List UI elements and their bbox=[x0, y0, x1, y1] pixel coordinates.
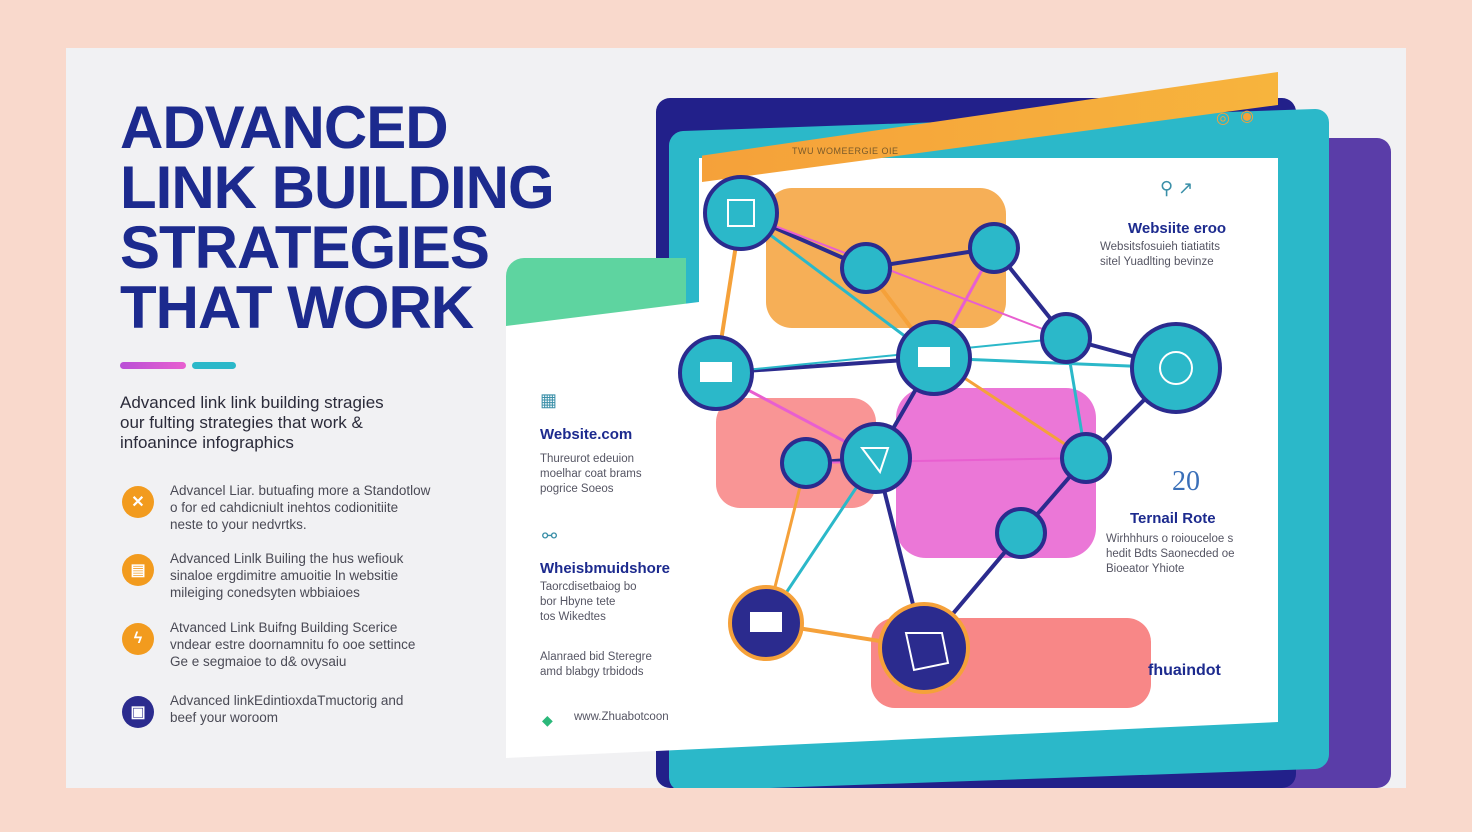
page-title: ADVANCED LINK BUILDING STRATEGIES THAT W… bbox=[120, 94, 555, 341]
node bbox=[995, 507, 1047, 559]
header-icon-1: ◎ bbox=[1216, 110, 1230, 127]
accent-bar-pink bbox=[120, 362, 186, 369]
accent-bar-teal bbox=[192, 362, 236, 369]
node bbox=[1040, 312, 1092, 364]
card-icon: ▤ bbox=[122, 554, 154, 586]
lightning-icon: ϟ bbox=[122, 623, 154, 655]
tv-icon: ▣ bbox=[122, 696, 154, 728]
mid-right-title: Ternail Rote bbox=[1130, 510, 1216, 527]
leaf-icon: ◆ bbox=[542, 712, 553, 728]
stat-number: 20 bbox=[1172, 466, 1200, 497]
node-cube bbox=[703, 175, 779, 251]
brand-logo: fhuaindot bbox=[1148, 662, 1221, 679]
x-icon: ✕ bbox=[122, 486, 154, 518]
bottom-left-text: Alanraed bid Steregre amd blabgy trbidod… bbox=[540, 651, 652, 678]
node bbox=[840, 242, 892, 294]
intro-text: Advanced link link building stragies our… bbox=[120, 393, 384, 452]
lower-left-text: Taorcdisetbaiog bo bor Hbyne tete tos Wi… bbox=[540, 581, 637, 623]
mid-right-text: Wirhhhurs o roiouceloe s hedit Bdts Saon… bbox=[1106, 533, 1235, 575]
node-large bbox=[1130, 322, 1222, 414]
node bbox=[968, 222, 1020, 274]
node bbox=[1060, 432, 1112, 484]
node bbox=[780, 437, 832, 489]
graphic-header-text: TWU WOMEERGIE OIE bbox=[792, 146, 899, 156]
footer-url: www.Zhuabotcoon bbox=[574, 711, 669, 723]
network-nodes bbox=[678, 175, 1222, 694]
title-line-4: THAT WORK bbox=[120, 274, 474, 341]
network-graphic bbox=[678, 175, 1222, 708]
title-line-3: STRATEGIES bbox=[120, 214, 490, 281]
top-right-text: Websitsfosuieh tiatiatits sitel Yuadltin… bbox=[1100, 241, 1220, 268]
mid-left-text: Thureurot edeuion moelhar coat brams pog… bbox=[540, 453, 642, 495]
node-shape bbox=[840, 422, 912, 494]
node-cube-dark bbox=[878, 602, 970, 694]
infographic-card: ADVANCED LINK BUILDING STRATEGIES THAT W… bbox=[66, 48, 1406, 788]
website-grid-icon: ▦ bbox=[540, 390, 558, 410]
node-glyphs bbox=[700, 199, 1193, 672]
title-line-1: ADVANCED bbox=[120, 94, 449, 161]
header-icon-2: ◉ bbox=[1240, 108, 1254, 125]
mid-left-title: Website.com bbox=[540, 426, 633, 443]
link-icon: ⚯ bbox=[542, 526, 558, 546]
top-right-icons: ⚲ ↗ bbox=[1160, 178, 1194, 198]
lower-left-title: Wheisbmuidshore bbox=[540, 560, 671, 577]
top-right-title: Websiite eroo bbox=[1128, 220, 1227, 237]
title-line-2: LINK BUILDING bbox=[120, 154, 555, 221]
